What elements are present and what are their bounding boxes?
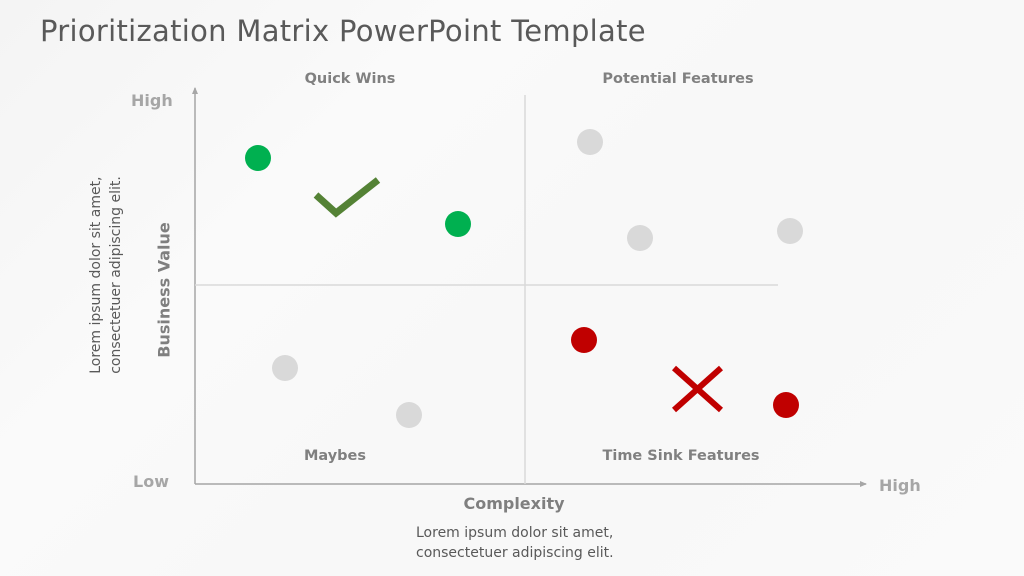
- x-axis-description-line2: consectetuer adipiscing elit.: [416, 545, 614, 561]
- check-mark-icon: [313, 177, 381, 218]
- point-maybes-2: [396, 402, 422, 428]
- quadrant-label-potential-features: Potential Features: [602, 71, 754, 87]
- y-axis-description-line1: Lorem ipsum dolor sit amet,: [88, 176, 104, 374]
- x-axis-high-label: High: [879, 476, 921, 495]
- quadrant-label-maybes: Maybes: [303, 448, 367, 464]
- x-axis-title: Complexity: [463, 494, 565, 513]
- point-potential-features-2: [627, 225, 653, 251]
- y-axis-description-line2: consectetuer adipiscing elit.: [108, 176, 124, 374]
- point-potential-features-1: [577, 129, 603, 155]
- y-axis-low-label: Low: [133, 472, 169, 491]
- point-time-sink-1: [571, 327, 597, 353]
- slide-title: Prioritization Matrix PowerPoint Templat…: [40, 14, 646, 48]
- y-axis-description: Lorem ipsum dolor sit amet, consectetuer…: [86, 176, 126, 374]
- point-quick-wins-2: [445, 211, 471, 237]
- point-potential-features-3: [777, 218, 803, 244]
- quadrant-label-time-sink-features: Time Sink Features: [602, 448, 760, 464]
- y-axis-high-label: High: [131, 91, 173, 110]
- x-axis-description-line1: Lorem ipsum dolor sit amet,: [416, 525, 614, 541]
- point-time-sink-2: [773, 392, 799, 418]
- y-axis-title: Business Value: [154, 222, 174, 358]
- x-axis-description: Lorem ipsum dolor sit amet, consectetuer…: [416, 523, 614, 563]
- quadrant-label-quick-wins: Quick Wins: [304, 71, 396, 87]
- cross-mark-icon: [672, 365, 723, 413]
- point-quick-wins-1: [245, 145, 271, 171]
- point-maybes-1: [272, 355, 298, 381]
- data-points: [245, 129, 803, 428]
